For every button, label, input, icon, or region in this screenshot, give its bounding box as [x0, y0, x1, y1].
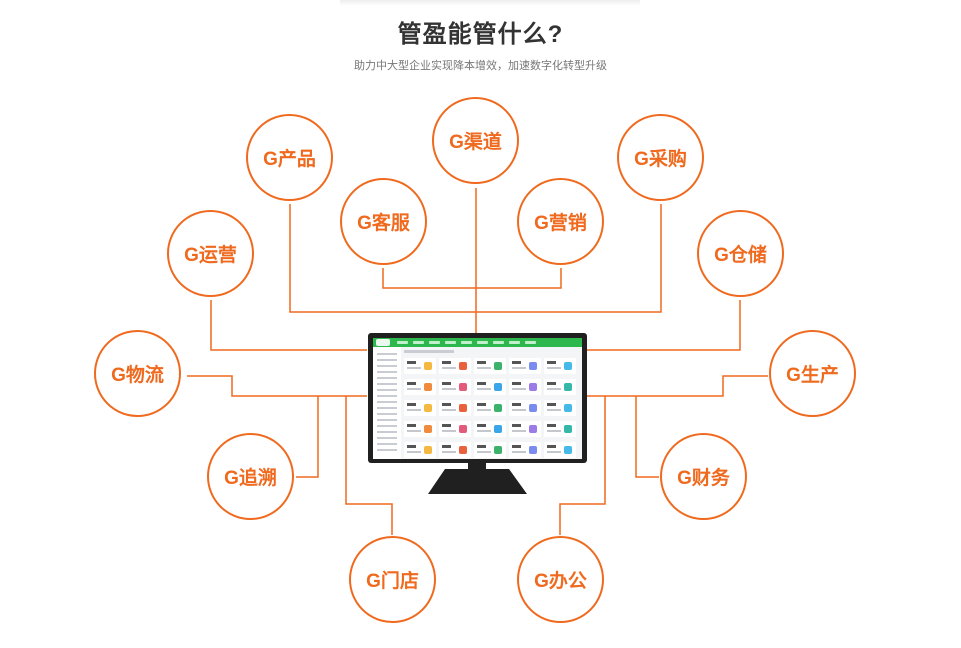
connector-warehouse — [587, 300, 741, 351]
screen-stat-card — [404, 421, 436, 437]
screen-stat-card — [544, 358, 576, 374]
node-finance[interactable]: G财务 — [660, 433, 747, 520]
node-product[interactable]: G产品 — [246, 114, 333, 201]
screen-stat-card — [509, 442, 541, 458]
screen-stat-card — [404, 400, 436, 416]
node-office[interactable]: G办公 — [517, 536, 604, 623]
screen-stat-card — [404, 442, 436, 458]
node-channel[interactable]: G渠道 — [432, 97, 519, 184]
screen-header-bar — [373, 338, 582, 347]
node-production[interactable]: G生产 — [769, 330, 856, 417]
node-marketing[interactable]: G营销 — [517, 178, 604, 265]
screen-stat-card — [474, 400, 506, 416]
screen-stat-card — [474, 379, 506, 395]
node-purchase[interactable]: G采购 — [617, 114, 704, 201]
connector-service-marketing — [382, 268, 562, 289]
node-logistics[interactable]: G物流 — [94, 330, 181, 417]
screen-stat-card — [509, 379, 541, 395]
node-operation[interactable]: G运营 — [167, 210, 254, 297]
node-store[interactable]: G门店 — [349, 536, 436, 623]
connector-finance — [635, 396, 659, 478]
node-service[interactable]: G客服 — [340, 178, 427, 265]
screen-stat-card — [439, 358, 471, 374]
connector-production — [587, 375, 768, 397]
screen-stat-card — [544, 421, 576, 437]
screen-stat-card — [439, 400, 471, 416]
screen-logo — [376, 339, 390, 346]
connector-operation — [210, 300, 367, 351]
node-trace[interactable]: G追溯 — [207, 433, 294, 520]
screen-sidebar — [373, 347, 401, 459]
screen-stat-card — [544, 400, 576, 416]
screen-stat-card — [509, 421, 541, 437]
connector-store — [345, 396, 393, 535]
screen-stat-card — [474, 358, 506, 374]
screen-stat-card — [439, 442, 471, 458]
node-warehouse[interactable]: G仓储 — [697, 210, 784, 297]
screen-stat-card — [544, 442, 576, 458]
screen-stat-card — [474, 442, 506, 458]
screen-stat-card — [404, 358, 436, 374]
screen-stat-card — [509, 400, 541, 416]
connector-office — [559, 396, 606, 535]
screen-stat-card — [509, 358, 541, 374]
connector-product-purchase — [289, 204, 662, 313]
screen-stat-card — [544, 379, 576, 395]
connector-logistics — [187, 375, 367, 397]
screen-stat-card — [439, 421, 471, 437]
page-subtitle: 助力中大型企业实现降本增效，加速数字化转型升级 — [354, 60, 607, 72]
monitor-illustration — [368, 333, 587, 463]
top-divider-shadow — [340, 0, 640, 6]
connector-trace — [296, 396, 319, 478]
dashboard-screenshot — [373, 338, 582, 459]
screen-stat-card — [439, 379, 471, 395]
page-title: 管盈能管什么? — [397, 21, 564, 48]
screen-stat-card — [474, 421, 506, 437]
screen-stat-card — [404, 379, 436, 395]
